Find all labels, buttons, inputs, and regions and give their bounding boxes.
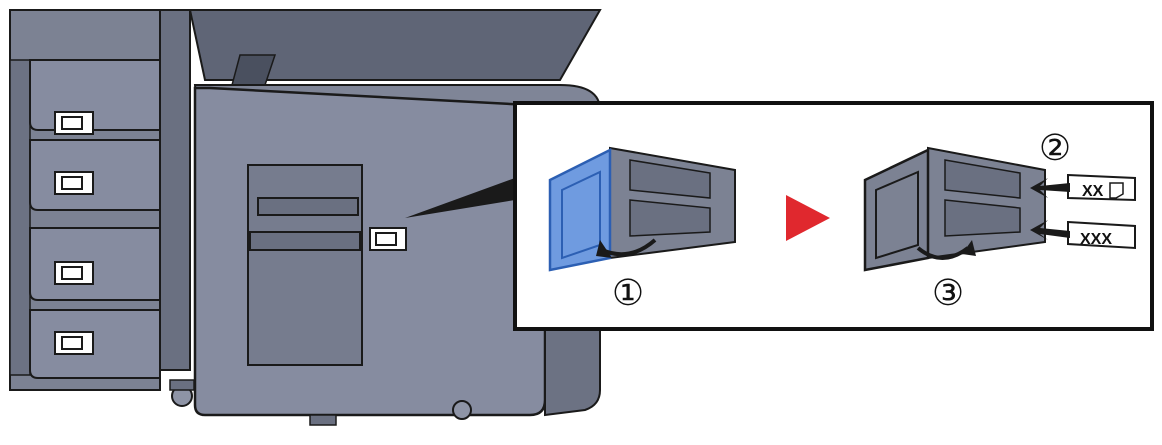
step1-illustration	[548, 146, 736, 272]
step-number-3: ③	[932, 272, 964, 313]
printer-left-edge	[9, 59, 31, 376]
side-deck-handle	[249, 197, 361, 251]
play-arrow-icon	[786, 195, 830, 241]
caster-center	[309, 414, 337, 426]
label-cover-closing	[863, 148, 930, 272]
step-number-1: ①	[612, 272, 644, 313]
printer-top-surface	[188, 9, 602, 81]
cassette-3-handle	[54, 261, 94, 285]
label-text-top: XX	[1082, 183, 1104, 200]
caster-left	[169, 379, 195, 407]
cassette-2	[29, 139, 161, 211]
step-number-2: ②	[1039, 127, 1071, 168]
document-icon	[1109, 182, 1124, 199]
cassette-1-handle	[54, 111, 94, 135]
cassette-4	[29, 309, 161, 379]
rotate-arrow-3	[916, 246, 970, 260]
cassette-1	[29, 59, 161, 135]
insert-arrow-top	[1030, 178, 1070, 198]
cassette-4-handle	[54, 331, 94, 355]
label-text-bottom: XXX	[1080, 231, 1112, 248]
side-deck-handle-recess	[247, 164, 363, 366]
insert-arrow-bottom	[1030, 220, 1070, 240]
step2-illustration	[863, 146, 1136, 272]
caster-right	[452, 400, 472, 420]
cassette-2-handle	[54, 171, 94, 195]
label-cover-open	[548, 147, 612, 272]
printer-body-left	[9, 9, 602, 407]
printer-center-column	[159, 9, 191, 371]
callout-pointer	[405, 178, 515, 218]
cassette-3	[29, 227, 161, 301]
